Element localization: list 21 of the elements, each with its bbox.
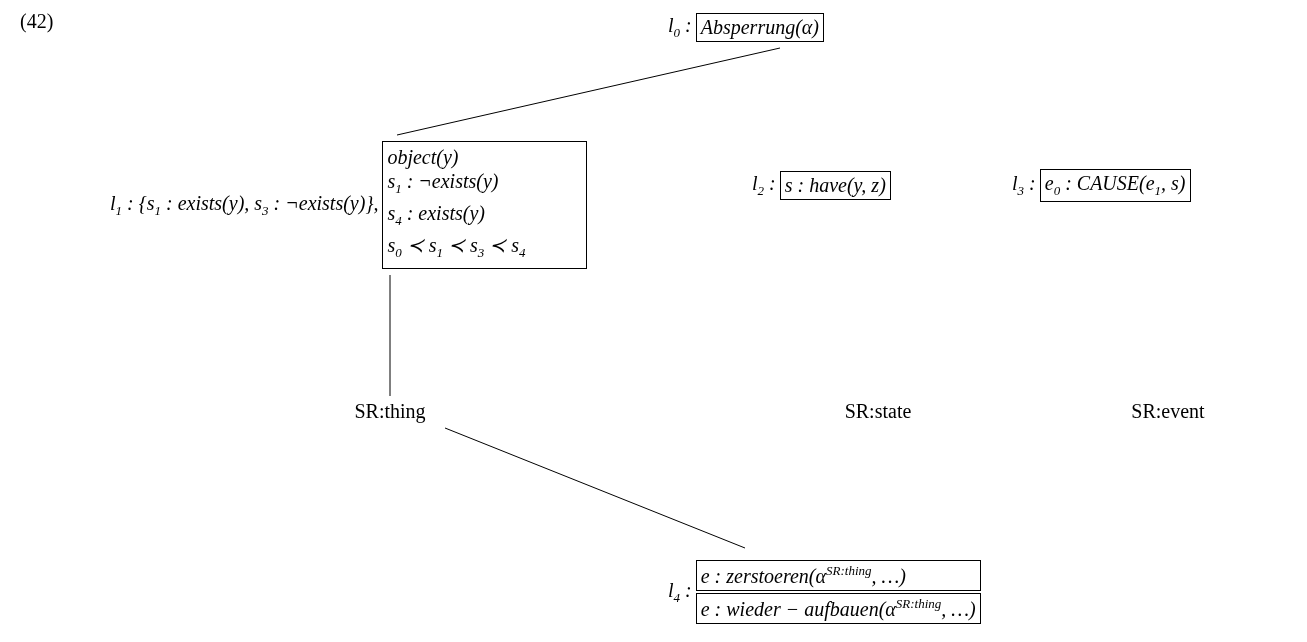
node-label: l$_{1}$ : {s$_{1}$ : exists(y), s$_{3}$ : ¬exists(y)}, [110,191,379,219]
node-label: SR:state [844,399,912,423]
node-label: l$_{3}$ : [1012,171,1036,199]
connector-line [389,274,391,397]
connector-line [396,47,781,136]
formula-line: s$_{1}$ : ¬exists(y) [387,169,500,198]
formula-box: e : zerstoeren(α$^{SR:thing}$, …) [695,560,981,591]
connector-line [444,427,746,549]
formula-line: s$_{4}$ : exists(y) [387,201,486,230]
formula-box: e$_{0}$ : CAUSE(e$_{1}$, s) [1039,168,1191,202]
formula-box: Absperrung(α) [695,12,824,42]
formula-line: s$_{0}$ ≺ s$_{1}$ ≺ s$_{3}$ ≺ s$_{4}$ [387,233,527,262]
node-label: l$_{2}$ : [752,171,776,199]
node-label: l$_{0}$ : [668,13,692,41]
node-label: l$_{4}$ : [668,578,692,606]
formula-box: e : wieder − aufbauen(α$^{SR:thing}$, …) [695,593,981,624]
node-label: SR:event [1131,399,1205,423]
formula-line: object(y) [387,145,460,169]
example-number: (42) [20,10,54,33]
formula-box: s : have(y, z) [779,170,891,200]
node-label: SR:thing [354,399,426,423]
